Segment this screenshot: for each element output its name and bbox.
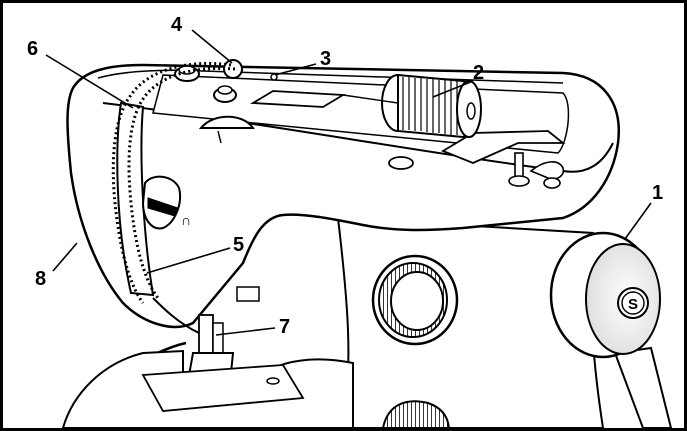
callout-7: 7 [279,316,290,338]
stitch-selector-knob [371,254,459,346]
threading-path-outer [111,62,232,304]
callout-leaders [45,29,652,336]
handwheel-support [613,346,673,428]
callout-8: 8 [35,268,46,290]
callout-5: 5 [233,234,244,256]
callout-2: 2 [473,62,484,84]
lower-knob [381,400,451,428]
callout-6: 6 [27,38,38,60]
bobbin-winder-icon [508,152,565,189]
needle-plate [141,364,305,412]
thread-guide-knobs [174,59,278,103]
callout-3: 3 [320,48,331,70]
brand-logo-icon: S [628,296,638,313]
callout-1: 1 [652,182,663,204]
take-up-lever-slot [116,101,155,297]
sewing-machine-diagram: ∩ S 1 2 3 4 5 6 7 8 [27,14,673,428]
callout-4: 4 [171,14,183,36]
top-hole [388,156,414,170]
reverse-symbol-icon: ∩ [181,212,191,228]
tension-window [198,115,255,129]
handwheel: S [549,231,661,359]
reverse-lever [147,197,179,217]
